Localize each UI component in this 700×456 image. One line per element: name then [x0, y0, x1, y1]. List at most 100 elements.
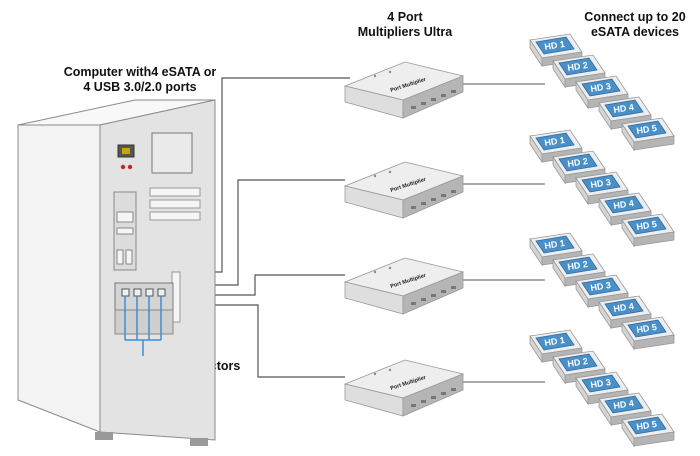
multiplier-port [451, 190, 456, 193]
cables-layer [207, 77, 545, 383]
multiplier-side [402, 175, 464, 219]
multiplier-side [402, 75, 464, 119]
hard-drive: HD 2 [552, 54, 606, 89]
expansion-slot [149, 211, 201, 221]
multiplier-port [411, 404, 416, 407]
drive-stack: HD 1HD 2HD 3HD 4HD 5 [529, 33, 675, 152]
drive-label-plate [581, 174, 621, 193]
multiplier-port [441, 94, 446, 97]
drive-side [633, 231, 675, 247]
port-multiplier: Port Multiplier [343, 359, 465, 417]
hard-drive: HD 5 [621, 213, 675, 248]
drive-label-plate [535, 132, 575, 151]
drive-label-plate [558, 153, 598, 172]
drive-label: HD 3 [590, 280, 612, 293]
drives-layer: HD 1HD 2HD 3HD 4HD 5HD 1HD 2HD 3HD 4HD 5… [529, 33, 675, 448]
hard-drive: HD 2 [552, 350, 606, 385]
hard-drive: HD 4 [598, 96, 652, 131]
drive-stack: HD 1HD 2HD 3HD 4HD 5 [529, 232, 675, 351]
connector-port [157, 288, 166, 297]
power-switch-icon [120, 164, 133, 170]
multiplier-led [373, 174, 377, 178]
drive-label: HD 5 [636, 419, 658, 432]
multiplier-label-line2: Multipliers Ultra [357, 25, 453, 39]
hard-drive: HD 3 [575, 371, 629, 406]
drive-label: HD 4 [613, 301, 635, 314]
drive-label-plate [627, 120, 667, 139]
tower-foot [190, 438, 208, 446]
multiplier-led [373, 74, 377, 78]
expansion-slot [149, 199, 201, 209]
hard-drive: HD 2 [552, 150, 606, 185]
multiplier-led [388, 70, 392, 74]
drive-label: HD 5 [636, 219, 658, 232]
drive-label: HD 4 [613, 398, 635, 411]
port-multiplier: Port Multiplier [343, 257, 465, 315]
multiplier-led [373, 270, 377, 274]
multiplier-port [421, 400, 426, 403]
drive-label-plate [627, 416, 667, 435]
multiplier-port [411, 106, 416, 109]
drive-side [633, 135, 675, 151]
hard-drive: HD 1 [529, 33, 583, 68]
io-port-a [116, 211, 134, 223]
multiplier-led [373, 372, 377, 376]
hard-drive: HD 5 [621, 413, 675, 448]
multiplier-port [431, 198, 436, 201]
io-port-d [125, 249, 133, 265]
drive-label: HD 2 [567, 60, 589, 73]
fan-grille [151, 132, 193, 174]
cable [207, 77, 350, 273]
drive-label: HD 4 [613, 102, 635, 115]
connector-port [145, 288, 154, 297]
drive-label-plate [604, 195, 644, 214]
multiplier-port [441, 194, 446, 197]
connector-highlight-lines [124, 296, 162, 356]
drive-label-plate [558, 57, 598, 76]
multiplier-label: 4 Port Multipliers Ultra [340, 10, 470, 40]
hard-drive: HD 3 [575, 274, 629, 309]
hard-drive: HD 4 [598, 392, 652, 427]
hard-drive: HD 1 [529, 232, 583, 267]
multiplier-led [388, 266, 392, 270]
multiplier-port [431, 98, 436, 101]
connector-port [121, 288, 130, 297]
drive-side [633, 431, 675, 447]
cable [207, 304, 345, 378]
connector-card-lower [114, 309, 174, 335]
cable [207, 274, 345, 296]
io-port-c [116, 249, 124, 265]
drive-label-plate [627, 216, 667, 235]
multiplier-led [388, 170, 392, 174]
devices-label-line2: eSATA devices [590, 25, 679, 39]
drive-label: HD 1 [544, 238, 566, 251]
drive-label-plate [535, 235, 575, 254]
drive-label: HD 3 [590, 377, 612, 390]
drive-side [633, 334, 675, 350]
multiplier-side [402, 271, 464, 315]
tower-side [17, 124, 101, 433]
drive-stack: HD 1HD 2HD 3HD 4HD 5 [529, 329, 675, 448]
multiplier-port [441, 290, 446, 293]
drive-label-plate [581, 374, 621, 393]
expansion-slot [149, 187, 201, 197]
drive-label-plate [627, 319, 667, 338]
hard-drive: HD 2 [552, 253, 606, 288]
devices-label: Connect up to 20 eSATA devices [575, 10, 695, 40]
multiplier-port [421, 202, 426, 205]
hard-drive: HD 4 [598, 295, 652, 330]
computer-tower [17, 99, 216, 446]
drive-label-plate [604, 395, 644, 414]
drive-label: HD 1 [544, 135, 566, 148]
multiplier-port [451, 90, 456, 93]
multiplier-port [431, 396, 436, 399]
cable [207, 179, 345, 286]
hard-drive: HD 4 [598, 192, 652, 227]
tower-foot [95, 432, 113, 440]
hard-drive: HD 1 [529, 129, 583, 164]
multiplier-led [388, 368, 392, 372]
multiplier-port [451, 286, 456, 289]
